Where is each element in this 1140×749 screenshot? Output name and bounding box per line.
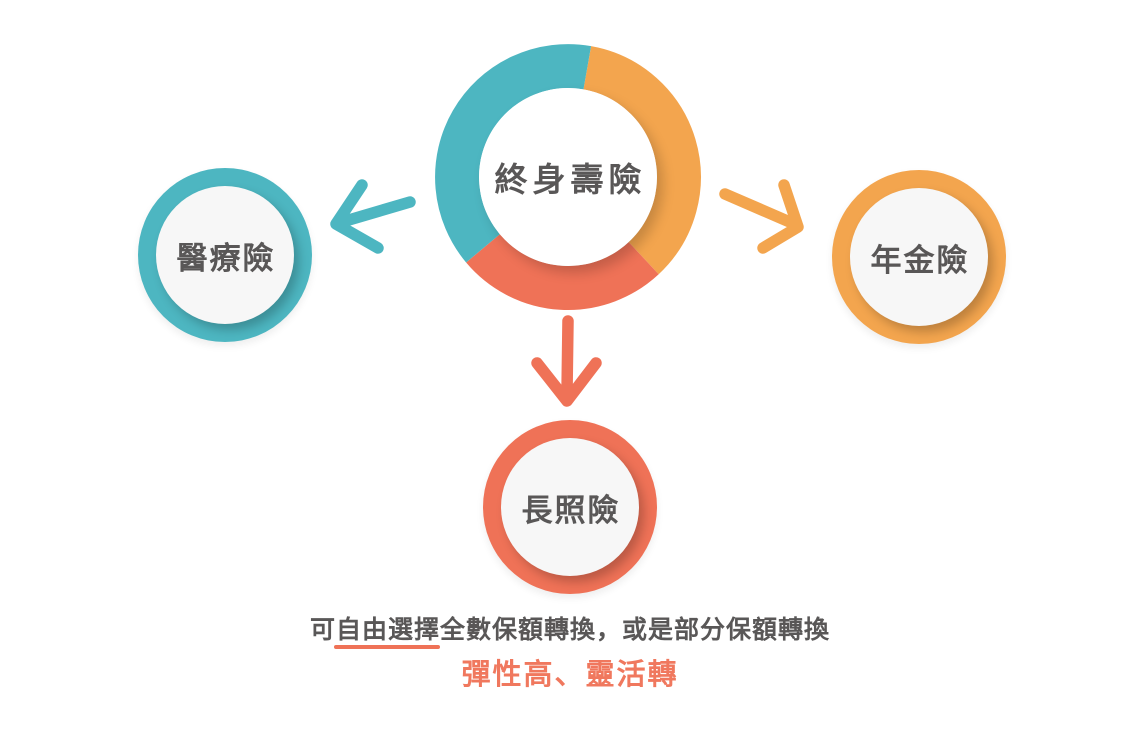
arrow-right-icon [719,179,804,254]
donut-ring [435,44,701,310]
caption-line2: 彈性高、靈活轉 [461,659,679,691]
caption-line1: 可自由選擇全數保額轉換，或是部分保額轉換 [0,610,1140,650]
caption-line1-underlined: 自由選擇 [333,610,441,650]
arrow-down-icon [531,315,602,407]
node-annuity: 年金險 [832,170,1006,344]
node-annuity-inner: 年金險 [850,188,988,326]
donut-center: 終身壽險 [479,88,657,266]
caption-line1-rest: 全數保額轉換，或是部分保額轉換 [440,616,831,644]
donut-segment-medical [435,44,592,263]
donut-segment-annuity [582,46,701,275]
arrow-left-icon [330,179,416,254]
node-medical: 醫療險 [138,168,312,342]
whole-life-donut-node: 終身壽險 [434,43,702,311]
caption-line1-prefix: 可 [309,616,336,644]
donut-segment-long-term-care [466,233,659,310]
node-long-term-care-inner: 長照險 [501,438,639,576]
annuity-label: 年金險 [870,242,970,278]
medical-label: 醫療險 [176,240,276,276]
whole-life-label: 終身壽險 [494,161,647,198]
node-medical-inner: 醫療險 [156,186,294,324]
long-term-care-label: 長照險 [521,492,621,528]
node-long-term-care: 長照險 [483,420,657,594]
